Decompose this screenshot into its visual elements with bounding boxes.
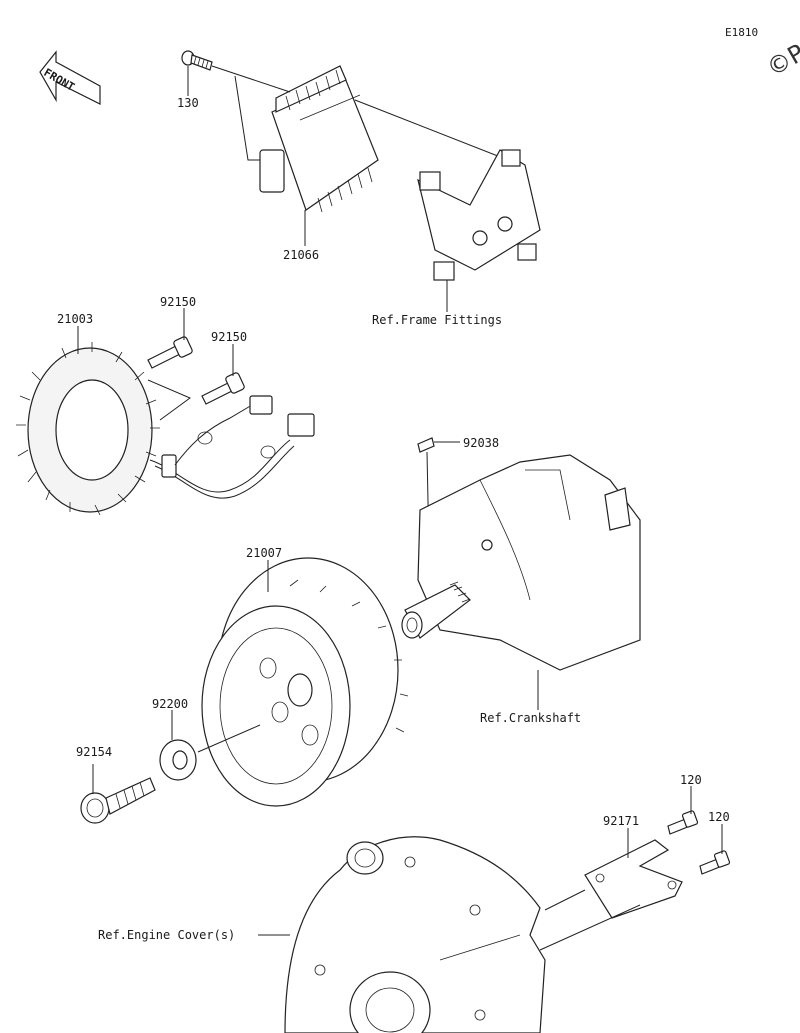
part-120-bolt-b[interactable] (699, 850, 731, 875)
leader-bracket-to-cover-b (539, 904, 641, 951)
part-120-bolt-a[interactable] (667, 810, 699, 835)
leader-130-to-21066 (211, 65, 291, 93)
label-92200[interactable]: 92200 (152, 697, 189, 711)
label-ref-crankshaft[interactable]: Ref.Crankshaft (480, 711, 582, 725)
label-21003[interactable]: 21003 (57, 312, 94, 326)
label-120-b[interactable]: 120 (708, 810, 730, 824)
part-21066-regulator[interactable] (259, 65, 379, 213)
part-92150-bolt-b[interactable] (201, 372, 245, 405)
label-92171[interactable]: 92171 (603, 814, 640, 828)
crankshaft (401, 454, 641, 671)
part-21003-stator[interactable] (16, 342, 160, 516)
label-ref-frame-fittings[interactable]: Ref.Frame Fittings (372, 313, 503, 327)
label-92038[interactable]: 92038 (463, 436, 500, 450)
front-arrow-icon (39, 50, 101, 105)
part-130-bolt[interactable] (181, 50, 213, 71)
diagram-code: E1810 (725, 26, 759, 39)
leader-bracket-to-cover (544, 889, 586, 911)
leader-washer-to-rotor (197, 724, 261, 753)
part-92154-bolt[interactable] (80, 777, 156, 824)
label-120-a[interactable]: 120 (680, 773, 702, 787)
leader-21066-to-bracket (354, 99, 509, 161)
frame-fittings-bracket (417, 149, 541, 281)
leader-bolt-bracket (147, 379, 192, 421)
label-21066[interactable]: 21066 (283, 248, 320, 262)
part-21007-rotor[interactable] (201, 557, 409, 807)
label-92150-a[interactable]: 92150 (160, 295, 197, 309)
label-92154[interactable]: 92154 (76, 745, 113, 759)
part-92150-bolt-a[interactable] (147, 336, 193, 369)
leader-130-bracket (234, 75, 260, 161)
label-92150-b[interactable]: 92150 (211, 330, 248, 344)
label-21007[interactable]: 21007 (246, 546, 283, 560)
part-92038-key[interactable] (417, 437, 435, 453)
engine-cover (284, 836, 546, 1033)
label-130[interactable]: 130 (177, 96, 199, 110)
part-92171-cover-bracket[interactable] (584, 839, 683, 919)
label-ref-engine-cover[interactable]: Ref.Engine Cover(s) (98, 928, 236, 942)
stator-wire-harness (149, 395, 315, 499)
part-92200-washer[interactable] (159, 739, 197, 781)
